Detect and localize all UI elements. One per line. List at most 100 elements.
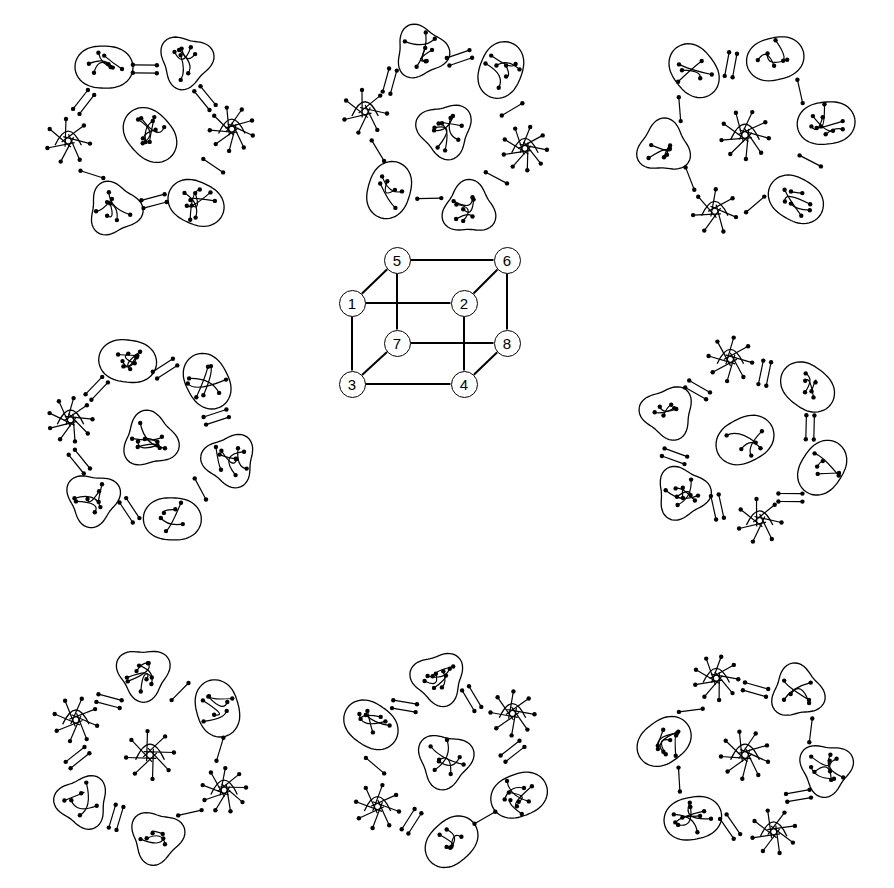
vertex-dot <box>95 724 99 728</box>
arc-segment <box>206 417 229 425</box>
strand <box>708 198 732 211</box>
arc-segment <box>217 738 224 761</box>
strand <box>144 751 174 753</box>
vertex-dot <box>740 777 744 781</box>
strand <box>361 90 362 118</box>
vertex-dot <box>172 750 176 754</box>
vertex-dot <box>209 770 213 774</box>
vertex-dot <box>710 72 714 76</box>
vertex-circle: 4 <box>451 371 478 398</box>
knot-cluster <box>53 652 249 866</box>
knot-loop <box>798 440 847 495</box>
vertex-dot <box>371 730 375 734</box>
strand <box>731 744 760 760</box>
strand <box>675 811 704 822</box>
vertex-dot <box>86 431 90 435</box>
vertex-dot <box>365 709 369 713</box>
vertex-dot <box>779 520 783 524</box>
vertex-dot <box>807 740 811 744</box>
vertex-dot <box>393 206 397 210</box>
cube-edge <box>411 342 494 344</box>
strand <box>505 787 524 799</box>
vertex-dot <box>692 188 696 192</box>
vertex-dot <box>793 824 797 828</box>
vertex-dot <box>714 517 718 521</box>
vertex-dot <box>189 45 193 49</box>
vertex-dot <box>214 445 218 449</box>
vertex-dot <box>110 197 114 201</box>
vertex-dot <box>776 499 780 503</box>
arc-segment <box>390 71 396 94</box>
knot-cluster <box>637 37 855 234</box>
vertex-dot <box>750 836 754 840</box>
arc-segment <box>758 361 763 385</box>
vertex-dot <box>204 422 208 426</box>
strand <box>776 40 784 61</box>
vertex-dot <box>698 814 702 818</box>
vertex-dot <box>188 218 192 222</box>
strand <box>688 803 711 819</box>
knot-loop <box>747 37 804 81</box>
vertex-dot <box>719 754 723 758</box>
knot-cluster <box>45 37 255 235</box>
strand <box>204 711 227 722</box>
vertex-dot <box>776 491 780 495</box>
vertex-dot <box>92 71 96 75</box>
vertex-dot <box>819 164 823 168</box>
vertex-dot <box>715 339 719 343</box>
vertex-dot <box>528 125 532 129</box>
vertex-dot <box>96 51 100 55</box>
vertex-dot <box>380 174 384 178</box>
vertex-dot <box>150 831 154 835</box>
vertex-dot <box>739 447 743 451</box>
vertex-dot <box>69 798 73 802</box>
strand <box>731 124 760 140</box>
vertex-dot <box>179 78 183 82</box>
vertex-dot <box>370 826 374 830</box>
vertex-dot <box>800 491 804 495</box>
vertex-dot <box>525 727 529 731</box>
vertex-dot <box>679 119 683 123</box>
vertex-dot <box>96 692 100 696</box>
vertex-dot <box>144 677 148 681</box>
strand <box>678 61 702 82</box>
vertex-dot <box>126 679 130 683</box>
strand <box>80 783 89 816</box>
vertex-dot <box>762 194 766 198</box>
vertex-dot <box>412 807 416 811</box>
strand <box>220 455 236 459</box>
vertex-dot <box>763 120 767 124</box>
vertex-dot <box>94 700 98 704</box>
vertex-dot <box>178 53 182 57</box>
arc-segment <box>141 194 164 200</box>
vertex-dot <box>79 791 83 795</box>
vertex-dot <box>162 511 166 515</box>
strand <box>682 70 700 78</box>
vertex-dot <box>807 788 811 792</box>
strand <box>371 795 396 806</box>
vertex-dot <box>165 200 169 204</box>
vertex-dot <box>460 124 464 128</box>
knot-loop <box>398 24 449 78</box>
vertex-dot <box>148 140 152 144</box>
arc-segment <box>745 683 768 690</box>
vertex-dot <box>217 452 221 456</box>
knot-loop <box>143 498 201 540</box>
vertex-dot <box>357 816 361 820</box>
vertex-dot <box>136 117 140 121</box>
vertex-dot <box>236 446 240 450</box>
vertex-dot <box>522 786 526 790</box>
vertex-dot <box>479 705 483 709</box>
vertex-dot <box>717 698 721 702</box>
strand <box>98 53 112 68</box>
strand <box>352 102 378 116</box>
vertex-dot <box>393 188 397 192</box>
strand <box>434 116 453 131</box>
knot-loop <box>367 162 412 219</box>
knot-cluster <box>344 654 548 868</box>
vertex-dot <box>342 117 346 121</box>
vertex-dot <box>754 731 758 735</box>
strand <box>678 480 692 505</box>
vertex-dot <box>530 784 534 788</box>
vertex-dot <box>662 446 666 450</box>
